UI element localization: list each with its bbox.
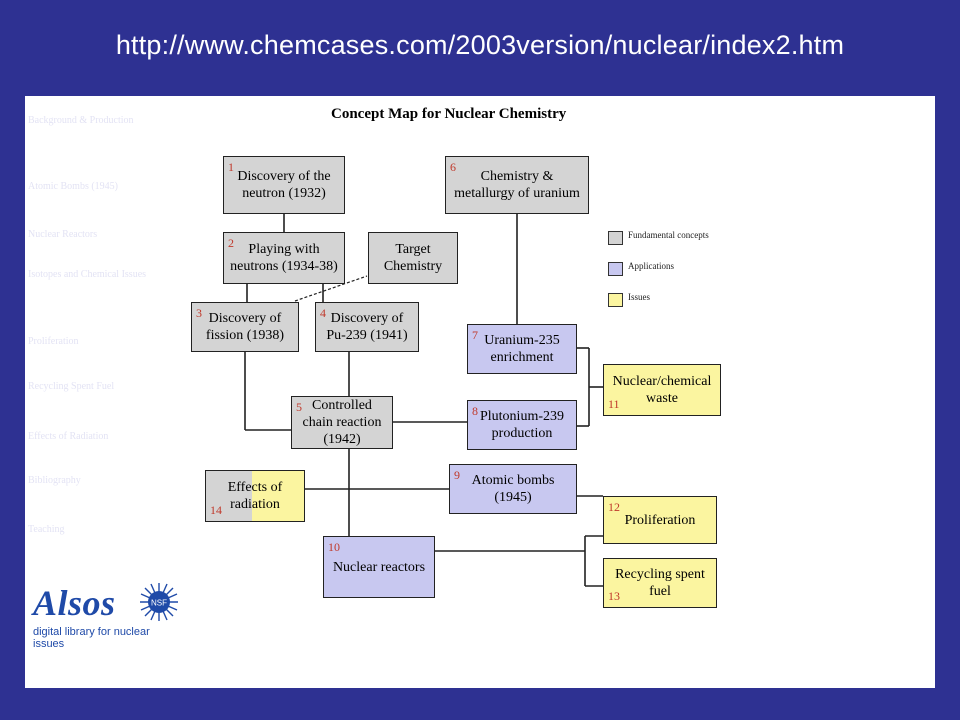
node-13: 13 Recycling spent fuel (603, 558, 717, 608)
node-3-label: Discovery of fission (1938) (205, 311, 285, 343)
legend-swatch-fundamental (608, 231, 623, 245)
sidebar-item-background[interactable]: Background & Production (28, 115, 134, 126)
sidebar-item-teaching[interactable]: Teaching (28, 524, 65, 535)
node-1-label: Discovery of the neutron (1932) (237, 169, 331, 201)
node-12: 12 Proliferation (603, 496, 717, 544)
legend-label-issues: Issues (628, 292, 650, 302)
node-4-number: 4 (320, 306, 326, 320)
node-12-label: Proliferation (624, 512, 696, 528)
node-9-label: Atomic bombs (1945) (471, 473, 555, 505)
node-1-number: 1 (228, 160, 234, 174)
node-13-number: 13 (608, 589, 620, 603)
link-target-dashed (294, 275, 368, 302)
node-4: 4 Discovery of Pu-239 (1941) (315, 302, 419, 352)
legend-item-fundamental: Fundamental concepts (608, 229, 738, 260)
legend-item-applications: Applications (608, 260, 738, 291)
sidebar-item-proliferation[interactable]: Proliferation (28, 336, 79, 347)
legend-swatch-applications (608, 262, 623, 276)
node-6-number: 6 (450, 160, 456, 174)
screenshot-panel: Background & Production Atomic Bombs (19… (25, 96, 935, 688)
node-7: 7 Uranium-235 enrichment (467, 324, 577, 374)
sidebar-item-recycling[interactable]: Recycling Spent Fuel (28, 381, 115, 392)
node-3-number: 3 (196, 306, 202, 320)
node-11: 11 Nuclear/chemical waste (603, 364, 721, 416)
node-10: 10 Nuclear reactors (323, 536, 435, 598)
node-5-label: Controlled chain reaction (1942) (302, 398, 382, 447)
sidebar-item-bibliography[interactable]: Bibliography (28, 475, 81, 486)
node-7-number: 7 (472, 328, 478, 342)
node-4-label: Discovery of Pu-239 (1941) (326, 311, 408, 343)
sidebar-nav: Background & Production Atomic Bombs (19… (25, 96, 185, 576)
alsos-logo-word: Alsos (33, 583, 116, 623)
node-6: 6 Chemistry & metallurgy of uranium (445, 156, 589, 214)
node-9: 9 Atomic bombs (1945) (449, 464, 577, 514)
node-7-label: Uranium-235 enrichment (484, 333, 560, 365)
node-1: 1 Discovery of the neutron (1932) (223, 156, 345, 214)
node-14: 14 Effects of radiation (205, 470, 305, 522)
slide-url: http://www.chemcases.com/2003version/nuc… (115, 30, 845, 60)
node-2-number: 2 (228, 236, 234, 250)
node-6-label: Chemistry & metallurgy of uranium (454, 169, 580, 201)
node-8-number: 8 (472, 404, 478, 418)
legend-swatch-issues (608, 293, 623, 307)
nsf-seal-icon: NSF (140, 583, 178, 621)
node-13-label: Recycling spent fuel (615, 567, 705, 599)
node-target-label: Target Chemistry (383, 242, 443, 274)
node-11-number: 11 (608, 397, 620, 411)
legend-label-applications: Applications (628, 261, 674, 271)
node-10-number: 10 (328, 540, 340, 554)
alsos-logo: Alsos NSF digital library for nuclear is… (33, 576, 183, 656)
concept-links (244, 214, 603, 587)
sidebar-item-effects-radiation[interactable]: Effects of Radiation (28, 431, 109, 442)
nsf-seal-text: NSF (151, 599, 167, 608)
node-8: 8 Plutonium-239 production (467, 400, 577, 450)
node-14-number: 14 (210, 503, 222, 517)
node-5: 5 Controlled chain reaction (1942) (291, 396, 393, 449)
node-target-chemistry: Target Chemistry (368, 232, 458, 284)
node-5-number: 5 (296, 400, 302, 414)
diagram-title: Concept Map for Nuclear Chemistry (331, 106, 567, 122)
node-14-label: Effects of radiation (227, 480, 283, 512)
sidebar-item-atomic-bombs[interactable]: Atomic Bombs (1945) (28, 181, 118, 192)
legend-item-issues: Issues (608, 291, 738, 322)
sidebar-item-isotopes[interactable]: Isotopes and Chemical Issues (28, 269, 147, 280)
node-8-label: Plutonium-239 production (479, 409, 564, 441)
node-2: 2 Playing with neutrons (1934-38) (223, 232, 345, 284)
legend: Fundamental concepts Applications Issues (608, 229, 738, 322)
alsos-logo-tagline: digital library for nuclear issues (33, 626, 150, 650)
node-10-label: Nuclear reactors (332, 559, 426, 575)
node-2-label: Playing with neutrons (1934-38) (230, 242, 338, 274)
legend-label-fundamental: Fundamental concepts (628, 230, 709, 240)
sidebar-item-nuclear-reactors[interactable]: Nuclear Reactors (28, 229, 98, 240)
node-12-number: 12 (608, 500, 620, 514)
node-11-label: Nuclear/chemical waste (612, 374, 712, 406)
node-3: 3 Discovery of fission (1938) (191, 302, 299, 352)
node-9-number: 9 (454, 468, 460, 482)
